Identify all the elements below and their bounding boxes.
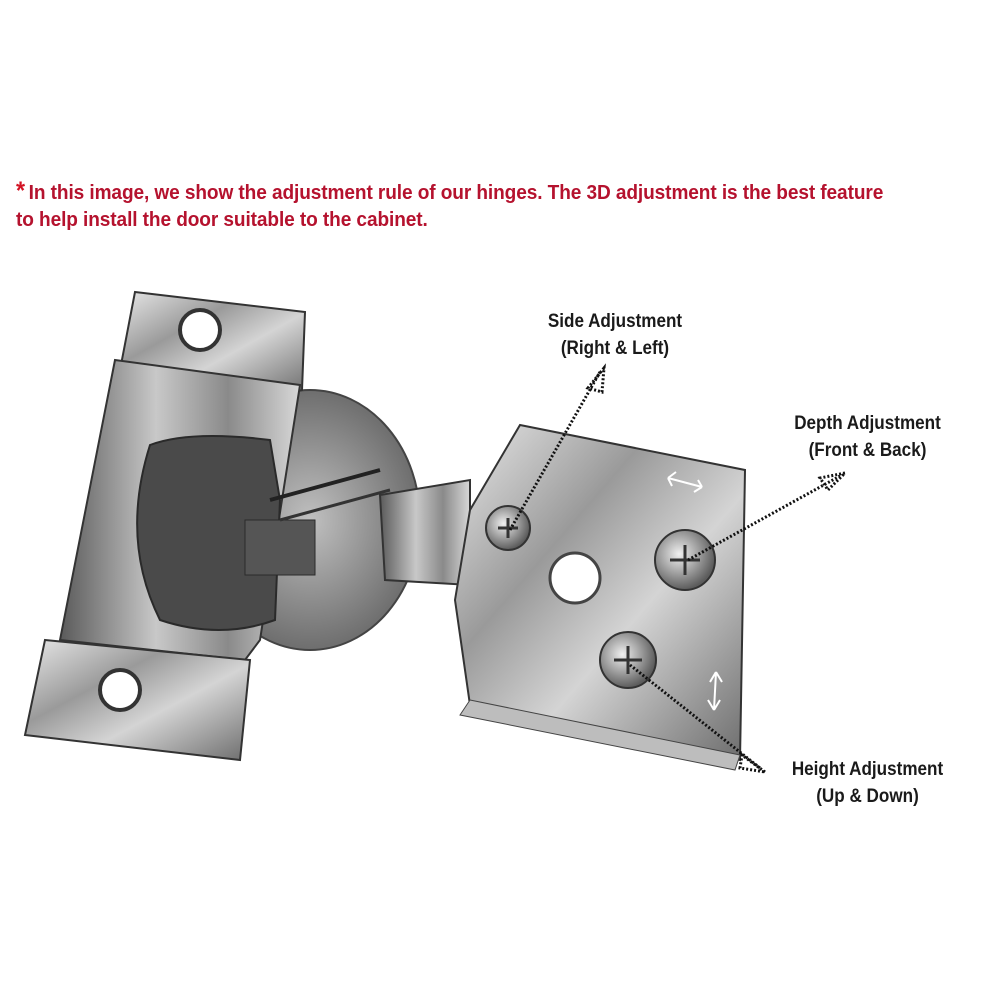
caption-line-1: *In this image, we show the adjustment r… — [16, 177, 884, 205]
height-adjustment-screw — [599, 631, 657, 689]
callout-subtitle: (Right & Left) — [560, 338, 670, 359]
side-adjustment-screw — [485, 505, 531, 551]
horizontal-arrow-icon — [667, 471, 703, 493]
screw-hole-bottom — [98, 668, 142, 712]
center-hole — [548, 551, 602, 605]
depth-adjustment-screw — [654, 529, 716, 591]
hinge-arm — [378, 478, 471, 587]
callout-subtitle: (Front & Back) — [808, 440, 927, 461]
depth-callout-pointer — [687, 474, 841, 562]
side-callout-arrowhead — [585, 363, 606, 394]
depth-callout-arrowhead — [817, 470, 850, 493]
callout-depth-adjustment: Depth Adjustment (Front & Back) — [775, 410, 960, 464]
callout-height-adjustment: Height Adjustment (Up & Down) — [775, 756, 960, 810]
asterisk-icon: * — [16, 177, 25, 205]
hinge-adjustment-plate — [453, 423, 747, 771]
callout-title: Depth Adjustment — [794, 413, 941, 434]
callout-title: Side Adjustment — [547, 311, 683, 332]
callout-title: Height Adjustment — [791, 759, 944, 780]
callout-subtitle: (Up & Down) — [816, 786, 919, 807]
vertical-arrow-icon — [707, 671, 723, 711]
caption-line-2: to help install the door suitable to the… — [16, 208, 428, 231]
screw-hole-top — [178, 308, 222, 352]
callout-side-adjustment: Side Adjustment (Right & Left) — [530, 308, 701, 362]
hinge-mounting-plate — [23, 290, 421, 762]
caption-text: *In this image, we show the adjustment r… — [16, 178, 909, 233]
damper-block — [136, 435, 282, 631]
